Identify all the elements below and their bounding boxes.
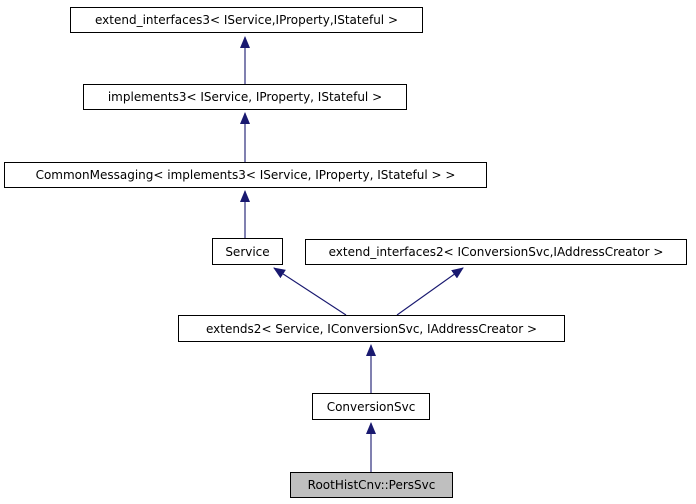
edge-extends2-to-extend-interfaces2 <box>396 267 464 316</box>
edge-extends2-to-service <box>273 267 347 316</box>
node-extend-interfaces2[interactable]: extend_interfaces2< IConversionSvc,IAddr… <box>305 239 687 265</box>
node-service[interactable]: Service <box>212 238 283 265</box>
node-conversionsvc[interactable]: ConversionSvc <box>312 393 430 420</box>
node-roothistcnv-perssvc[interactable]: RootHistCnv::PersSvc <box>290 472 453 498</box>
node-extend-interfaces3[interactable]: extend_interfaces3< IService,IProperty,I… <box>70 7 423 33</box>
node-commonmessaging[interactable]: CommonMessaging< implements3< IService, … <box>4 162 487 188</box>
node-implements3[interactable]: implements3< IService, IProperty, IState… <box>83 84 407 110</box>
node-extends2[interactable]: extends2< Service, IConversionSvc, IAddr… <box>178 315 565 342</box>
